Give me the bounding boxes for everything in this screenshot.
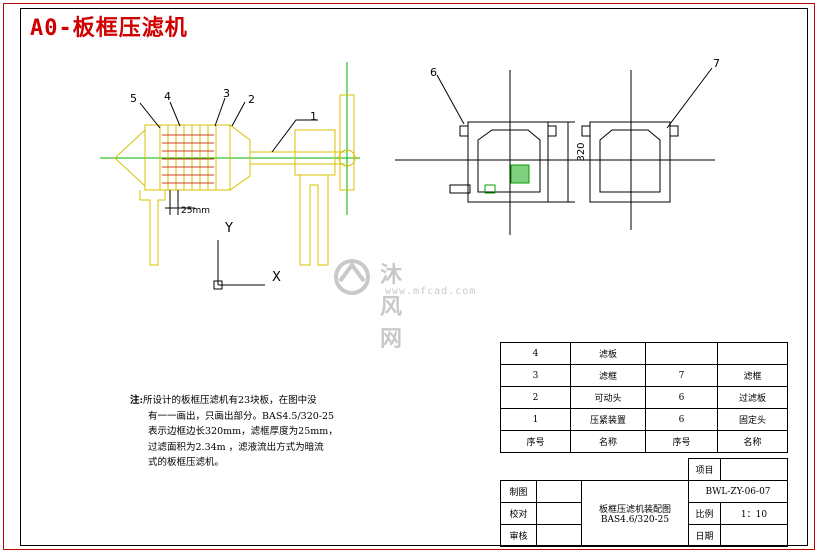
bom-cell: 过滤板: [717, 386, 788, 409]
technical-note: 注:所设计的板框压滤机有23块板，在图中没 有一一画出，只画出部分。BAS4.5…: [130, 393, 380, 471]
drawing-name-cell: 板框压滤机装配图 BAS4.6/320-25: [581, 480, 689, 547]
ucs-icon: [213, 240, 265, 290]
bom-cell: 6: [645, 408, 718, 431]
bom-row: 1 压紧装置 6 固定头: [500, 408, 788, 431]
axis-x-label: X: [272, 270, 281, 285]
plate-7-lug-right: [669, 125, 679, 137]
bom-cell: [645, 342, 718, 365]
label-7: 7: [713, 57, 720, 70]
plate-6-port: [484, 184, 496, 194]
drawing-code: BWL-ZY-06-07: [688, 480, 788, 503]
bom-cell: 2: [500, 386, 571, 409]
bom-cell: 3: [500, 364, 571, 387]
title-block: 项目 制图 板框压滤机装配图 BAS4.6/320-25 BWL-ZY-06-0…: [500, 458, 788, 547]
watermark-url: www.mfcad.com: [385, 286, 477, 297]
leader-3: [214, 97, 226, 127]
bom-cell: 压紧装置: [570, 408, 646, 431]
drawing-border: [20, 8, 808, 546]
pressing-frame: [294, 129, 336, 176]
outer-border: [3, 3, 815, 550]
bom-row: 2 可动头 6 过滤板: [500, 386, 788, 409]
label-2: 2: [248, 93, 255, 106]
bom-row: 4 滤板: [500, 342, 788, 365]
plate-6-lug-right: [547, 125, 557, 137]
date-label: 日期: [688, 524, 721, 547]
scale-value: 1：10: [720, 502, 788, 525]
scale-label: 比例: [688, 502, 721, 525]
label-6: 6: [430, 66, 437, 79]
checked-label: 校对: [500, 502, 537, 525]
plate-7-lug-left: [581, 125, 591, 137]
plate-7-outer: [589, 121, 671, 203]
dim-25-text: 25mm: [181, 206, 210, 216]
handwheel: [339, 94, 355, 191]
filter-cloth-hatch: [162, 134, 214, 184]
bom-cell: 可动头: [570, 386, 646, 409]
leader-2: [231, 101, 246, 127]
note-line-5: 式的板框压滤机。: [148, 457, 225, 468]
reviewed-label: 审核: [500, 524, 537, 547]
label-3: 3: [223, 87, 230, 100]
plate-6-drain: [510, 164, 530, 184]
bom-table: 4 滤板 3 滤框 7 滤框 2 可动头 6 过滤板 1 压紧装置 6 固定头 …: [500, 342, 788, 453]
plate-6-outlet: [449, 184, 471, 194]
plate-7-inner: [599, 129, 661, 193]
item-label: 项目: [688, 458, 721, 481]
plate-6-inner: [477, 129, 541, 193]
plate-6-outer: [467, 121, 549, 203]
bom-header-cell: 名称: [570, 430, 646, 453]
bom-cell: 1: [500, 408, 571, 431]
leader-6: [436, 74, 465, 125]
drawing-title: A0-板框压滤机: [30, 16, 188, 41]
dim-320-text: 320: [576, 142, 587, 161]
item-value: [720, 458, 788, 481]
handwheel-hub: [338, 149, 356, 167]
bom-header-cell: 名称: [717, 430, 788, 453]
plate-views: [395, 67, 715, 235]
movable-head: [229, 124, 251, 191]
note-line-1: 所设计的板框压滤机有23块板，在图中没: [143, 395, 317, 406]
bom-header-cell: 序号: [645, 430, 718, 453]
bom-row: 3 滤框 7 滤框: [500, 364, 788, 387]
watermark-text: 沐风网: [380, 263, 407, 352]
note-prefix: 注:: [130, 395, 144, 406]
left-leg: [139, 190, 166, 266]
bom-cell: 滤板: [570, 342, 646, 365]
note-line-2: 有一一画出，只画出部分。BAS4.5/320-25: [148, 410, 335, 422]
bom-header-row: 序号 名称 序号 名称: [500, 430, 788, 453]
side-view: [100, 62, 360, 266]
bom-cell: 4: [500, 342, 571, 365]
drawn-label: 制图: [500, 480, 537, 503]
bom-cell: 6: [645, 386, 718, 409]
label-1: 1: [310, 110, 317, 123]
leader-5: [139, 102, 161, 129]
bom-cell: 固定头: [717, 408, 788, 431]
leader-7: [666, 67, 713, 129]
leader-1: [271, 119, 318, 153]
leader-4: [169, 101, 181, 127]
note-line-4: 过滤面积为2.34m ，滤液流出方式为暗流: [148, 441, 324, 453]
watermark: 沐风网 www.mfcad.com: [330, 257, 475, 352]
right-leg: [299, 175, 329, 266]
watermark-logo-icon: [334, 259, 370, 295]
model-number: BAS4.6/320-25: [600, 515, 670, 525]
bom-cell: 滤框: [570, 364, 646, 387]
bom-header-cell: 序号: [500, 430, 571, 453]
axis-y-label: Y: [224, 221, 233, 236]
bom-cell: 7: [645, 364, 718, 387]
plate-6-lug-left: [459, 125, 469, 137]
plate-lines: [159, 125, 217, 190]
note-line-3: 表示边框边长320mm，滤框厚度为25mm，: [148, 426, 338, 437]
drawing-name: 板框压滤机装配图: [598, 505, 671, 515]
bom-cell: 滤框: [717, 364, 788, 387]
bom-cell: [717, 342, 788, 365]
label-5: 5: [130, 92, 137, 105]
label-4: 4: [164, 90, 171, 103]
